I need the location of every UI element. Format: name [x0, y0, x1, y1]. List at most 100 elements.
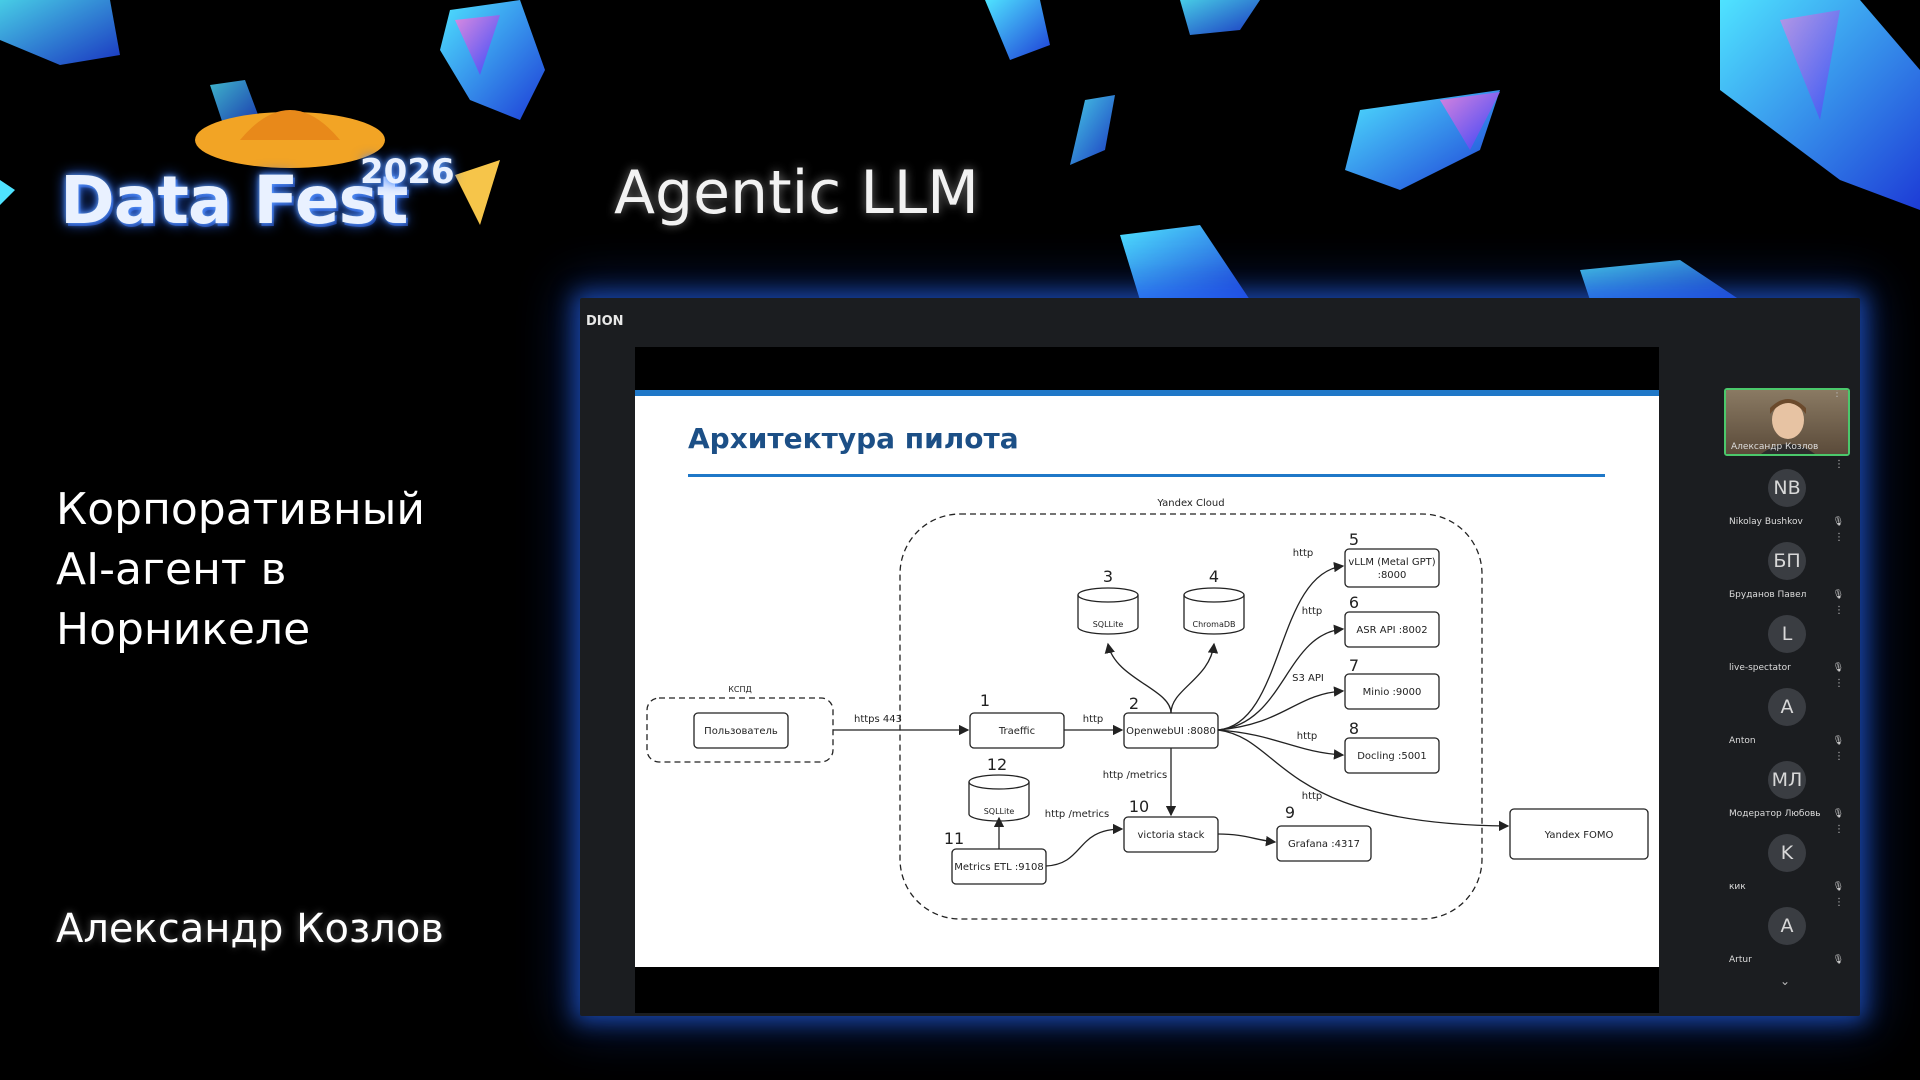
- participant-tile-speaker[interactable]: ⋮ Александр Козлов: [1724, 388, 1850, 456]
- label-docling: Docling :5001: [1357, 751, 1427, 762]
- participant-name: Artur: [1729, 955, 1752, 965]
- number-8: 8: [1349, 719, 1359, 738]
- number-6: 6: [1349, 593, 1359, 612]
- edge-http-metrics-2: http /metrics: [1045, 809, 1110, 820]
- participant-tile[interactable]: ⋮ NB Nikolay Bushkov 🎙: [1724, 459, 1850, 529]
- slide-title-underline: [688, 474, 1605, 477]
- edge-https: https 443: [854, 714, 902, 725]
- number-12: 12: [987, 755, 1007, 774]
- more-vertical-icon[interactable]: ⋮: [1834, 824, 1844, 835]
- number-2: 2: [1129, 694, 1139, 713]
- participant-tile[interactable]: ⋮ L live-spectator 🎙: [1724, 605, 1850, 675]
- more-vertical-icon[interactable]: ⋮: [1834, 459, 1844, 470]
- person-avatar-icon: [1761, 399, 1815, 454]
- label-vllm-2: :8000: [1378, 570, 1407, 581]
- chevron-down-icon[interactable]: ⌄: [1780, 974, 1791, 988]
- node-minio: [1344, 673, 1440, 710]
- db-chromadb: [1183, 587, 1245, 635]
- logo-text: Data Fest: [60, 162, 408, 239]
- label-fomo: Yandex FOMO: [1544, 830, 1614, 841]
- avatar: L: [1768, 615, 1806, 653]
- avatar: МЛ: [1768, 761, 1806, 799]
- kspd-label: КСПД: [728, 685, 752, 694]
- yandex-cloud-boundary: [899, 513, 1483, 920]
- number-7: 7: [1349, 656, 1359, 675]
- label-sqlite-12: SQLLite: [984, 807, 1015, 816]
- avatar: БП: [1768, 542, 1806, 580]
- more-vertical-icon[interactable]: ⋮: [1834, 605, 1844, 616]
- participant-tile[interactable]: ⋮ МЛ Модератор Любовь 🎙: [1724, 751, 1850, 821]
- avatar: A: [1768, 907, 1806, 945]
- number-10: 10: [1129, 797, 1149, 816]
- participants-panel: ⋮ Александр Козлов ⋮ NB Nikolay Bushkov …: [1724, 388, 1852, 988]
- participant-name: Модератор Любовь: [1729, 809, 1821, 819]
- node-vllm: [1344, 548, 1440, 588]
- participant-name: Anton: [1729, 736, 1756, 746]
- cloud-label: Yandex Cloud: [1156, 498, 1224, 509]
- label-openwebui: OpenwebUI :8080: [1126, 726, 1216, 737]
- label-asr: ASR API :8002: [1356, 625, 1427, 636]
- label-grafana: Grafana :4317: [1288, 839, 1360, 850]
- participant-tile[interactable]: ⋮ K кик 🎙: [1724, 824, 1850, 894]
- label-vllm-1: vLLM (Metal GPT): [1348, 557, 1435, 568]
- participant-name: кик: [1729, 882, 1746, 892]
- number-3: 3: [1103, 567, 1113, 586]
- edge-http-metrics-1: http /metrics: [1103, 770, 1168, 781]
- slide-title: Архитектура пилота: [688, 422, 1019, 455]
- edge-http-docling: http: [1297, 731, 1318, 742]
- avatar: K: [1768, 834, 1806, 872]
- db-sqlite-3: [1077, 587, 1139, 635]
- edge-s3: S3 API: [1292, 673, 1324, 684]
- avatar: NB: [1768, 469, 1806, 507]
- avatar: A: [1768, 688, 1806, 726]
- label-user: Пользователь: [704, 726, 778, 737]
- label-sqlite-3: SQLLite: [1093, 620, 1124, 629]
- number-9: 9: [1285, 803, 1295, 822]
- label-traefik: Traeffic: [998, 726, 1035, 737]
- screen-share-area: Архитектура пилота: [635, 347, 1659, 1013]
- architecture-diagram: Yandex Cloud КСПД Пользователь Traeffic …: [646, 498, 1649, 920]
- mic-off-icon: 🎙: [1832, 736, 1844, 746]
- edge-http-traefik: http: [1083, 714, 1104, 725]
- number-4: 4: [1209, 567, 1219, 586]
- number-5: 5: [1349, 530, 1359, 549]
- more-vertical-icon[interactable]: ⋮: [1834, 897, 1844, 908]
- mic-off-icon: 🎙: [1832, 663, 1844, 673]
- participant-tile[interactable]: ⋮ A Artur 🎙: [1724, 897, 1850, 967]
- mic-off-icon: 🎙: [1832, 882, 1844, 892]
- label-chromadb: ChromaDB: [1192, 620, 1235, 629]
- track-title: Agentic LLM: [614, 158, 979, 228]
- number-1: 1: [980, 691, 990, 710]
- node-fomo: [1509, 808, 1649, 860]
- gem-decoration: [0, 0, 1920, 300]
- edge-http-asr: http: [1302, 606, 1323, 617]
- conference-brand-logo: DION: [586, 314, 624, 329]
- participant-tile[interactable]: ⋮ A Anton 🎙: [1724, 678, 1850, 748]
- label-victoria: victoria stack: [1138, 830, 1205, 841]
- mic-off-icon: 🎙: [1832, 809, 1844, 819]
- node-user: [693, 712, 789, 749]
- talk-title: Корпоративный AI-агент в Норникеле: [56, 484, 425, 655]
- logo-year: 2026: [360, 152, 455, 192]
- speaker-video: [1726, 390, 1848, 454]
- mic-off-icon: 🎙: [1832, 955, 1844, 965]
- edge-http-fomo: http: [1302, 791, 1323, 802]
- participant-name: Бруданов Павел: [1729, 590, 1807, 600]
- label-minio: Minio :9000: [1363, 687, 1422, 698]
- more-vertical-icon[interactable]: ⋮: [1834, 532, 1844, 543]
- participant-name: live-spectator: [1729, 663, 1791, 673]
- speaker-name: Александр Козлов: [56, 906, 444, 952]
- video-conference-window: DION Архитектура пилота: [580, 298, 1860, 1016]
- more-vertical-icon[interactable]: ⋮: [1834, 751, 1844, 762]
- presentation-slide: Архитектура пилота: [635, 390, 1659, 967]
- mic-off-icon: 🎙: [1832, 590, 1844, 600]
- node-asr: [1344, 611, 1440, 648]
- label-metrics: Metrics ETL :9108: [954, 862, 1043, 873]
- more-vertical-icon[interactable]: ⋮: [1834, 678, 1844, 689]
- number-11: 11: [944, 829, 964, 848]
- mic-off-icon: 🎙: [1832, 517, 1844, 527]
- participant-tile[interactable]: ⋮ БП Бруданов Павел 🎙: [1724, 532, 1850, 602]
- more-vertical-icon[interactable]: ⋮: [1832, 388, 1842, 399]
- data-fest-logo: Data Fest 2026: [60, 150, 530, 250]
- participant-name: Nikolay Bushkov: [1729, 517, 1803, 527]
